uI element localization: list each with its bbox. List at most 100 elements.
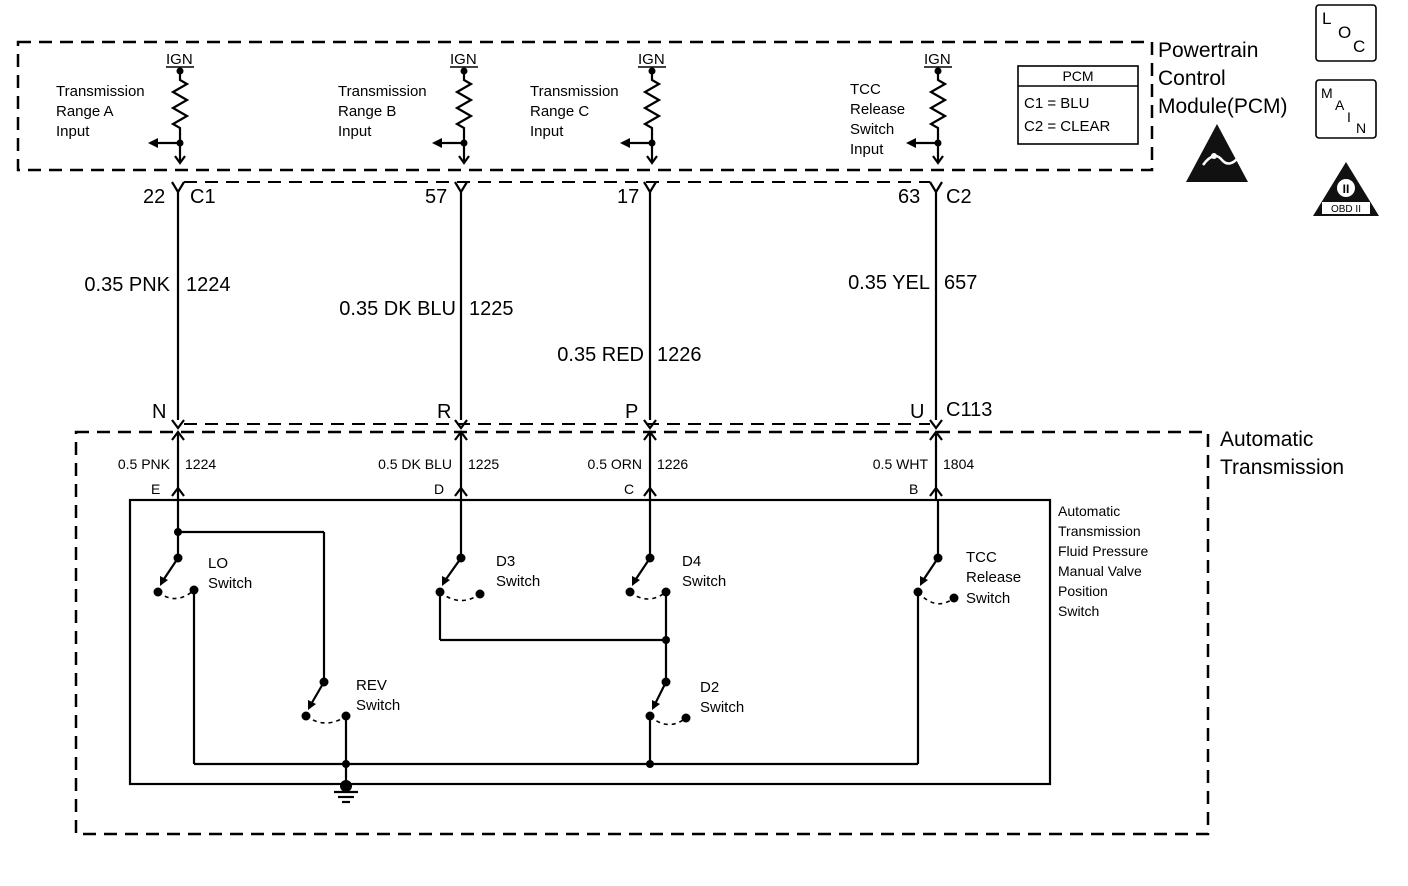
pcm-title-line3: Module(PCM) <box>1158 95 1288 118</box>
wire-1224-circuit: 1224 <box>186 274 231 296</box>
c113-pin-n: N <box>152 401 166 423</box>
obd-ii-icon: II OBD II <box>1313 162 1379 216</box>
signal-arrow-icon <box>620 138 630 148</box>
legend-header: PCM <box>1062 68 1093 84</box>
ign-label: IGN <box>166 51 193 68</box>
transmission-title-line1: Automatic <box>1220 428 1313 451</box>
c113-pin-r: R <box>437 401 451 423</box>
c113-connector: N R P U C113 <box>152 399 992 441</box>
pcm-title-line1: Powertrain <box>1158 39 1258 62</box>
loc-badge: L O C <box>1315 4 1377 62</box>
tcc-switch-label1: TCC <box>966 549 997 566</box>
switch-assembly-line1: Automatic <box>1058 503 1120 519</box>
lo-switch-label2: Switch <box>208 575 252 592</box>
rev-switch-label2: Switch <box>356 697 400 714</box>
switch-labels: LO Switch REV Switch D3 Switch D4 Switch… <box>208 549 1021 716</box>
d4-switch <box>625 553 671 600</box>
c113-pin-u: U <box>910 401 924 423</box>
switch-symbols <box>153 553 959 726</box>
pcm-boundary <box>16 40 1154 172</box>
pcm-input-label-line: Range B <box>338 103 396 120</box>
pcm-connector-c1: C1 <box>190 186 216 208</box>
lower-wire-1804-color: 0.5 WHT <box>873 456 929 472</box>
legend-c1: C1 = BLU <box>1024 95 1089 112</box>
lower-wire-1225-color: 0.5 DK BLU <box>378 456 452 472</box>
rev-switch-label1: REV <box>356 677 387 694</box>
main-letter-4: N <box>1356 120 1366 136</box>
lower-wire-1226-color: 0.5 ORN <box>588 456 642 472</box>
ign-label: IGN <box>638 51 665 68</box>
switch-assembly-line6: Switch <box>1058 603 1099 619</box>
pcm-input-label-line: TCC <box>850 81 881 98</box>
switch-pin-b: B <box>909 481 918 497</box>
manual-valve-position-switch <box>128 498 1052 786</box>
lower-wire-1224-color: 0.5 PNK <box>118 456 171 472</box>
upper-wires: 0.35 PNK 1224 0.35 DK BLU 1225 0.35 RED … <box>84 192 977 420</box>
ign-label: IGN <box>924 51 951 68</box>
lower-wire-1224-circuit: 1224 <box>185 456 216 472</box>
lower-wires: 0.5 PNK 1224 0.5 DK BLU 1225 0.5 ORN 122… <box>118 432 974 500</box>
d4-switch-label2: Switch <box>682 573 726 590</box>
wire-1224-color: 0.35 PNK <box>84 274 170 296</box>
switch-assembly-line4: Manual Valve <box>1058 563 1142 579</box>
d2-switch-label2: Switch <box>700 699 744 716</box>
main-letter-2: A <box>1335 97 1345 113</box>
switch-internal-wiring <box>174 500 940 790</box>
wire-1225-color: 0.35 DK BLU <box>339 298 456 320</box>
d3-switch-label2: Switch <box>496 573 540 590</box>
pcm-input-label-line: Transmission <box>530 83 619 100</box>
pcm-pin-63: 63 <box>898 186 920 208</box>
pcm-input-label-line: Switch <box>850 121 894 138</box>
d2-switch <box>645 677 691 726</box>
transmission-title-line2: Transmission <box>1220 456 1344 479</box>
pcm-title: Powertrain Control Module(PCM) <box>1158 39 1288 118</box>
pcm-input-label-line: Transmission <box>338 83 427 100</box>
signal-arrow-icon <box>906 138 916 148</box>
lower-wire-1804-circuit: 1804 <box>943 456 974 472</box>
lower-wire-1226-circuit: 1226 <box>657 456 688 472</box>
loc-letter-2: O <box>1338 23 1351 42</box>
loc-letter-3: C <box>1353 37 1365 56</box>
esd-warning-icon <box>1186 124 1248 182</box>
ground-icon <box>334 780 358 804</box>
wire-1226-color: 0.35 RED <box>557 344 644 366</box>
c113-label: C113 <box>946 399 992 421</box>
switch-assembly-line2: Transmission <box>1058 523 1141 539</box>
pullup-resistor <box>454 71 474 162</box>
loc-letter-1: L <box>1322 9 1331 28</box>
obd-symbol: II <box>1343 182 1350 196</box>
obd-label: OBD II <box>1331 204 1361 215</box>
main-letter-3: I <box>1347 109 1351 125</box>
pcm-title-line2: Control <box>1158 67 1226 90</box>
d3-switch <box>435 553 485 602</box>
pcm-input-label-line: Range A <box>56 103 114 120</box>
pullup-resistor <box>170 71 190 162</box>
rev-switch <box>301 677 351 724</box>
main-letter-1: M <box>1321 85 1333 101</box>
lo-switch <box>153 553 199 600</box>
signal-arrow-icon <box>148 138 158 148</box>
ign-label: IGN <box>450 51 477 68</box>
pullup-resistor <box>928 71 948 162</box>
pcm-pins: 22 C1 57 17 63 C2 <box>143 186 972 208</box>
pcm-pin-17: 17 <box>617 186 639 208</box>
pcm-input-label-line: Input <box>850 141 884 158</box>
pcm-input-label-line: Range C <box>530 103 589 120</box>
pcm-pin-57: 57 <box>425 186 447 208</box>
wire-657-circuit: 657 <box>944 272 977 294</box>
transmission-boundary <box>74 430 1210 836</box>
pcm-pin-22: 22 <box>143 186 165 208</box>
switch-pin-d: D <box>434 481 444 497</box>
tcc-switch-label3: Switch <box>966 590 1010 607</box>
pcm-input-label-line: Input <box>338 123 372 140</box>
tcc-switch-label2: Release <box>966 569 1021 586</box>
pcm-input-label-line: Input <box>530 123 564 140</box>
switch-pin-e: E <box>151 481 160 497</box>
switch-assembly-line3: Fluid Pressure <box>1058 543 1148 559</box>
d4-switch-label1: D4 <box>682 553 701 570</box>
